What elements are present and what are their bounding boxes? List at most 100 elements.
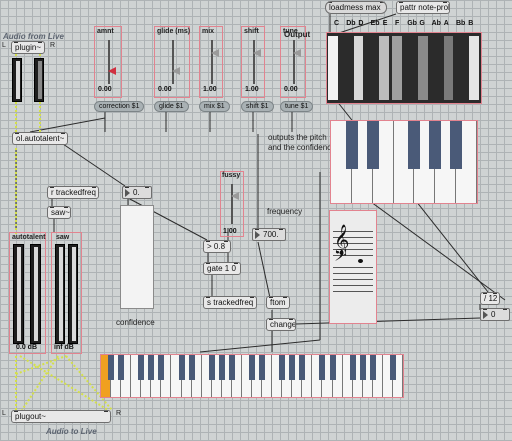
autotalent-meter-db: 0.0 dB xyxy=(16,344,38,351)
note-label-3: Eb xyxy=(370,20,380,27)
midi-black-key[interactable] xyxy=(359,355,366,380)
r-trackedfreq-object[interactable]: r trackedfreq xyxy=(47,186,99,199)
midi-white-key[interactable] xyxy=(302,355,313,397)
plugout-object[interactable]: plugout~ xyxy=(11,410,111,423)
midi-black-key[interactable] xyxy=(148,355,155,380)
midi-black-key[interactable] xyxy=(108,355,115,380)
divide-12-object[interactable]: / 12 xyxy=(480,292,500,305)
note-prob-bar-2[interactable] xyxy=(353,36,364,100)
pitch-black-key[interactable] xyxy=(429,121,442,169)
staff-line xyxy=(333,249,373,250)
midi-black-key[interactable] xyxy=(349,355,356,380)
midi-black-key[interactable] xyxy=(178,355,185,380)
slider-handle-2[interactable] xyxy=(211,49,219,57)
midi-white-key[interactable] xyxy=(231,355,242,397)
note-prob-bar-10[interactable] xyxy=(456,36,467,100)
pitch-black-key[interactable] xyxy=(366,121,379,169)
slider-handle-0[interactable] xyxy=(108,67,116,75)
staff-line xyxy=(333,279,373,280)
midi-black-key[interactable] xyxy=(279,355,286,380)
pattr-note-prob-object[interactable]: pattr note-prob xyxy=(396,1,450,14)
pitch-class-number-box[interactable]: 0 xyxy=(480,308,510,321)
midi-black-key[interactable] xyxy=(188,355,195,380)
midi-black-key[interactable] xyxy=(369,355,376,380)
midi-white-key[interactable] xyxy=(372,355,383,397)
frequency-label: frequency xyxy=(267,207,303,216)
midi-keyboard[interactable] xyxy=(100,354,404,398)
pitch-keyboard[interactable] xyxy=(330,120,478,204)
slider-track-1[interactable] xyxy=(172,40,174,84)
slider-message-0[interactable]: correction $1 xyxy=(94,101,145,112)
midi-white-key[interactable] xyxy=(121,355,132,397)
note-prob-bar-7[interactable] xyxy=(417,36,428,100)
slider-message-2[interactable]: mix $1 xyxy=(199,101,230,112)
note-label-8: Ab xyxy=(431,20,441,27)
midi-white-key[interactable] xyxy=(262,355,273,397)
slider-track-2[interactable] xyxy=(211,40,213,84)
midi-white-key[interactable] xyxy=(332,355,343,397)
fussy-slider-track[interactable] xyxy=(231,184,233,224)
change-object[interactable]: change xyxy=(266,318,296,331)
midi-black-key[interactable] xyxy=(218,355,225,380)
note-prob-bar-4[interactable] xyxy=(379,36,390,100)
midi-white-key[interactable] xyxy=(191,355,202,397)
ftom-object[interactable]: ftom xyxy=(266,296,290,309)
slider-handle-3[interactable] xyxy=(253,49,261,57)
midi-black-key[interactable] xyxy=(389,355,396,380)
frequency-number-box[interactable]: 700. xyxy=(252,228,286,241)
midi-black-key[interactable] xyxy=(289,355,296,380)
midi-black-key[interactable] xyxy=(319,355,326,380)
slider-handle-1[interactable] xyxy=(172,67,180,75)
slider-message-4[interactable]: tune $1 xyxy=(280,101,314,112)
saw-meter-left xyxy=(55,244,65,344)
slider-label-3: shift xyxy=(244,28,259,35)
slider-message-3[interactable]: shift $1 xyxy=(241,101,274,112)
slider-frame-2 xyxy=(199,26,223,98)
gate-object[interactable]: gate 1 0 xyxy=(203,262,241,275)
midi-black-key[interactable] xyxy=(259,355,266,380)
slider-handle-4[interactable] xyxy=(293,49,301,57)
loadmess-max-object[interactable]: loadmess max xyxy=(325,1,387,14)
ol-autotalent-object[interactable]: ol.autotalent~ xyxy=(12,132,68,145)
confidence-number-box[interactable]: 0. xyxy=(122,186,152,199)
note-label-7: G xyxy=(419,20,425,27)
note-prob-bar-11[interactable] xyxy=(469,36,479,100)
pitch-black-key[interactable] xyxy=(408,121,421,169)
midi-black-key[interactable] xyxy=(138,355,145,380)
treble-clef-icon: 𝄞 xyxy=(334,225,350,255)
slider-track-4[interactable] xyxy=(293,40,295,84)
midi-black-key[interactable] xyxy=(208,355,215,380)
midi-black-key[interactable] xyxy=(249,355,255,380)
note-prob-bar-3[interactable] xyxy=(366,36,377,100)
slider-message-1[interactable]: glide $1 xyxy=(154,101,189,112)
slider-track-0[interactable] xyxy=(108,40,110,84)
note-prob-bar-0[interactable] xyxy=(328,36,338,100)
midi-white-key[interactable] xyxy=(161,355,172,397)
plugout-left-mark: L xyxy=(2,410,6,417)
s-trackedfreq-object[interactable]: s trackedfreq xyxy=(203,296,257,309)
gt-threshold-object[interactable]: > 0.8 xyxy=(203,240,231,253)
midi-black-key[interactable] xyxy=(329,355,336,380)
note-staff: 𝄞 𝄢 xyxy=(329,210,377,324)
staff-line xyxy=(333,231,373,232)
fussy-slider-value: 1.00 xyxy=(223,228,237,235)
midi-black-key[interactable] xyxy=(118,355,125,380)
note-label-1: Db xyxy=(346,20,356,27)
note-prob-bar-8[interactable] xyxy=(430,36,441,100)
midi-black-key[interactable] xyxy=(228,355,235,380)
note-prob-bar-6[interactable] xyxy=(405,36,415,100)
saw-object[interactable]: saw~ xyxy=(47,206,71,219)
pitch-black-key[interactable] xyxy=(450,121,463,169)
slider-track-3[interactable] xyxy=(253,40,255,84)
pitch-black-key[interactable] xyxy=(345,121,358,169)
note-prob-bar-9[interactable] xyxy=(443,36,454,100)
midi-black-key[interactable] xyxy=(299,355,306,380)
saw-meter-label: saw xyxy=(56,234,70,241)
plugin-object[interactable]: plugin~ xyxy=(11,41,45,54)
note-prob-bar-5[interactable] xyxy=(392,36,402,100)
note-prob-bar-1[interactable] xyxy=(340,36,351,100)
fussy-slider-handle[interactable] xyxy=(231,192,239,200)
midi-black-key[interactable] xyxy=(158,355,165,380)
midi-white-key[interactable] xyxy=(392,355,403,397)
note-probability-multislider[interactable] xyxy=(326,32,482,104)
